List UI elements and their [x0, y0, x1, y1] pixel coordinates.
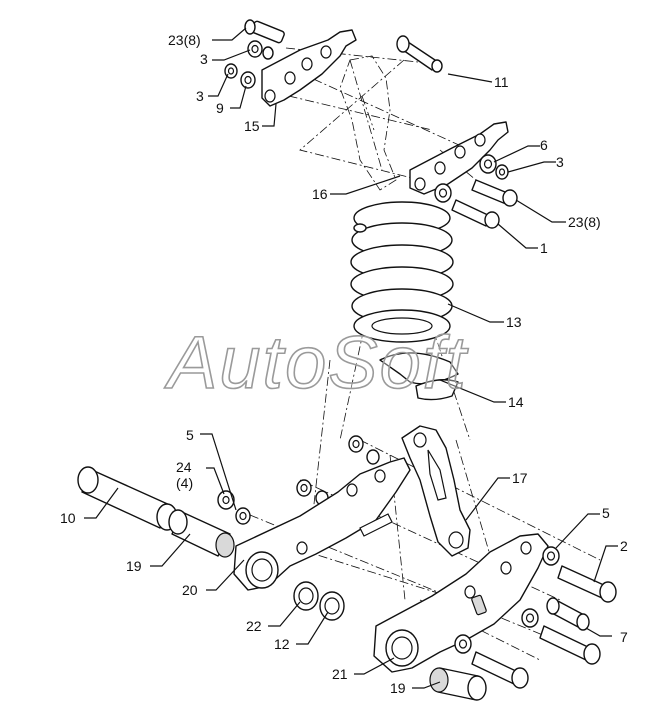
callout-10: 10	[60, 510, 76, 526]
upper-bracket-15	[261, 29, 357, 107]
callout-2: 2	[620, 538, 628, 554]
pin-7	[521, 597, 601, 665]
callout-11: 11	[494, 74, 509, 90]
callout-22: 22	[246, 618, 262, 634]
bolt-2	[542, 546, 617, 603]
callout-6: 6	[540, 137, 548, 153]
callout-23-8-right: 23(8)	[568, 214, 601, 230]
spring-seat-14	[379, 352, 459, 401]
callout-7: 7	[620, 629, 628, 645]
upper-bracket-16	[409, 121, 509, 195]
nut-24-washer-5	[217, 490, 251, 525]
callout-5-left: 5	[186, 427, 194, 443]
coil-spring-13	[350, 201, 454, 343]
right-hardware	[434, 154, 518, 229]
washers-22-12	[293, 581, 345, 621]
callout-3-right: 3	[556, 154, 564, 170]
lower-arm-21	[373, 533, 549, 673]
bushing-19-bottom	[429, 667, 487, 701]
lower-arm-20	[233, 457, 411, 591]
callout-24-qty: (4)	[176, 475, 193, 491]
top-left-hardware	[224, 19, 285, 89]
link-arm-17	[401, 425, 471, 557]
callout-3-top: 3	[200, 51, 208, 67]
callout-12: 12	[274, 636, 290, 652]
callout-15: 15	[244, 118, 260, 134]
callout-labels: 23(8) 3 3 9 15 11 6 3 16 23(8) 1 13 14 5…	[60, 32, 628, 696]
bolt-lower	[454, 634, 529, 689]
bolt-11	[396, 35, 443, 73]
callout-16: 16	[312, 186, 328, 202]
callout-13: 13	[506, 314, 522, 330]
bushing-10	[77, 466, 178, 531]
callout-17: 17	[512, 470, 528, 486]
bushing-19-left	[168, 509, 235, 558]
callout-20: 20	[182, 582, 198, 598]
leader-lines	[84, 27, 618, 689]
spring-hanger	[339, 55, 397, 191]
callout-9: 9	[216, 100, 224, 116]
watermark-text: AutoSoft	[164, 321, 469, 404]
mid-nuts	[296, 435, 380, 506]
callout-1: 1	[540, 240, 548, 256]
callout-14: 14	[508, 394, 524, 410]
callout-21: 21	[332, 666, 348, 682]
callout-19-bottom: 19	[390, 680, 406, 696]
callout-23-8-top: 23(8)	[168, 32, 201, 48]
callout-24: 24	[176, 459, 192, 475]
callout-19-left: 19	[126, 558, 142, 574]
callout-5-right: 5	[602, 505, 610, 521]
callout-3-left: 3	[196, 88, 204, 104]
